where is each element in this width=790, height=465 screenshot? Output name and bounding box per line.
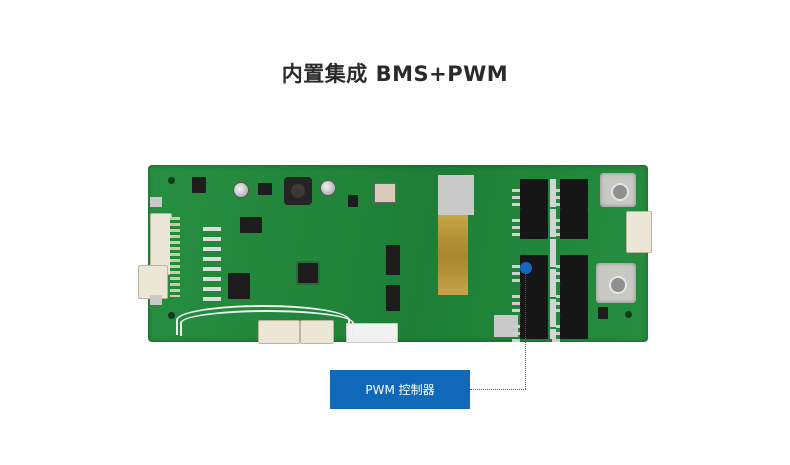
mosfet <box>552 255 588 285</box>
pcb-board-image <box>138 165 652 344</box>
battery-terminal-p <box>596 263 636 303</box>
page-title: 内置集成 BMS+PWM <box>281 62 509 86</box>
ic-chip <box>598 307 608 319</box>
left-connector-bottom <box>138 265 168 299</box>
solder-pad <box>150 197 162 207</box>
mounting-hole <box>625 311 632 318</box>
mosfet <box>512 285 548 315</box>
resistor-array <box>203 227 221 307</box>
mosfet <box>512 209 548 239</box>
ic-chip <box>192 177 206 193</box>
component <box>374 183 396 203</box>
shunt-pad <box>438 175 474 215</box>
ic-chip <box>258 183 272 195</box>
microcontroller-chip <box>298 263 318 283</box>
callout-leader-line <box>525 274 526 389</box>
mosfet <box>552 315 588 339</box>
mosfet <box>552 179 588 209</box>
ic-chip <box>228 273 250 299</box>
connector-pins <box>170 217 180 297</box>
inductor <box>284 177 312 205</box>
solder-pad <box>494 315 518 337</box>
mosfet <box>552 285 588 315</box>
terminal-bolt <box>609 276 627 294</box>
ic-chip <box>386 285 400 311</box>
shunt-resistor <box>438 215 468 295</box>
callout-leader-line <box>470 389 526 390</box>
wire <box>180 310 354 336</box>
solder-pad <box>150 295 162 305</box>
mosfet <box>512 179 548 209</box>
callout-marker-dot <box>520 262 532 274</box>
ic-chip <box>348 195 358 207</box>
pwm-controller-callout[interactable]: PWM 控制器 <box>330 370 470 409</box>
right-connector <box>626 211 652 253</box>
terminal-bolt <box>611 183 629 201</box>
ic-chip <box>386 245 400 275</box>
capacitor <box>320 180 336 196</box>
mosfet <box>552 209 588 239</box>
mosfet-tab-strip <box>550 179 556 339</box>
battery-terminal-b <box>600 173 636 207</box>
capacitor <box>233 182 249 198</box>
mounting-hole <box>168 312 175 319</box>
mosfet <box>512 315 548 339</box>
mounting-hole <box>168 177 175 184</box>
ic-chip <box>240 217 262 233</box>
